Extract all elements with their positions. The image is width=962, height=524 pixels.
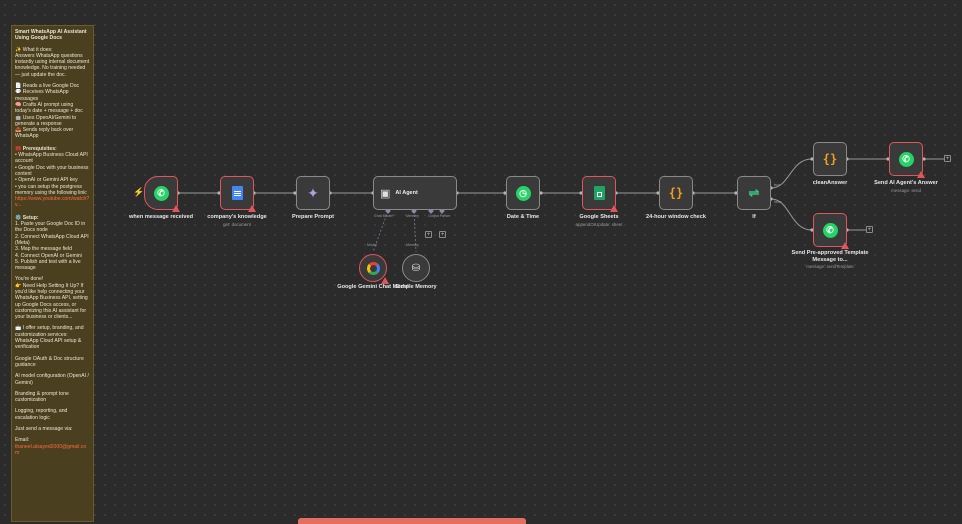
code-braces-icon: {}	[668, 186, 684, 200]
sticky-line: Answers WhatsApp questions instantly usi…	[15, 52, 90, 78]
node-subtitle: get: document	[223, 222, 251, 227]
sticky-line: 👉 Need Help Setting It Up? If you'd like…	[15, 282, 88, 321]
node-trigger[interactable]: ✆	[144, 176, 180, 212]
warning-icon	[172, 205, 180, 212]
sticky-line: ✨ What it does:	[15, 46, 53, 53]
sticky-line: Logging, reporting, and escalation logic	[15, 408, 68, 421]
port-label-chat-model: Chat Model*	[374, 214, 394, 218]
sticky-line: Just send a message via:	[15, 426, 73, 433]
node-label: Date & Time	[506, 214, 540, 220]
node-label: AI Agent	[395, 190, 418, 196]
sticky-line: 📤 Sends reply back over WhatsApp	[15, 127, 74, 140]
node-clean-answer[interactable]: {}	[813, 142, 847, 176]
if-icon: ⇌	[748, 185, 760, 200]
sticky-title: Smart WhatsApp AI Assistant Using Google…	[15, 29, 87, 42]
sticky-line: Google OAuth & Doc structure guidance	[15, 355, 84, 368]
sticky-line: You're done!	[15, 276, 44, 283]
sticky-note[interactable]: Smart WhatsApp AI Assistant Using Google…	[11, 25, 94, 522]
node-label: 24-hour window check	[646, 214, 706, 220]
sticky-line: • WhatsApp Business Cloud API account	[15, 152, 88, 165]
warning-icon	[381, 277, 389, 284]
sticky-line: 🤖 Uses OpenAI/Gemini to generate a respo…	[15, 114, 77, 127]
sticky-line: • Google Doc with your business content	[15, 164, 89, 177]
sticky-line: • you can setup the postgress memory usi…	[15, 183, 88, 196]
node-simple-memory[interactable]: ⛁	[402, 254, 430, 282]
sticky-line: 3. Map the message field	[15, 246, 72, 253]
warning-icon	[841, 242, 849, 249]
sticky-line: 2. Connect WhatsApp Cloud API (Meta)	[15, 233, 89, 246]
sticky-line: AI model configuration (OpenAI / Gemini)	[15, 373, 89, 386]
prerequisites-heading: 🧰 Prerequisites:	[15, 145, 57, 152]
warning-icon	[248, 205, 256, 212]
sticky-line: 📩 I offer setup, branding, and customiza…	[15, 325, 84, 351]
setup-heading: ⚙️ Setup:	[15, 214, 39, 221]
sparkle-icon: ✦	[307, 184, 319, 201]
node-subtitle: appendOrUpdate: sheet	[575, 222, 623, 227]
node-label: Google Gemini Chat Model	[337, 284, 409, 290]
node-label: If	[752, 214, 756, 220]
trigger-bolt-icon: ⚡	[133, 187, 145, 197]
port-label-output-parser: Output Parser	[428, 214, 451, 218]
node-label: cleanAnswer	[812, 180, 848, 186]
sticky-line: Branding & prompt tone customization	[15, 390, 69, 404]
google-docs-icon	[231, 186, 243, 200]
add-parser-plus-icon[interactable]: +	[425, 231, 432, 238]
whatsapp-icon: ✆	[822, 222, 838, 238]
node-label: Google Sheets	[579, 214, 619, 220]
port-label-memory-sub: Memory	[406, 243, 419, 247]
google-sheets-icon	[593, 186, 605, 200]
whatsapp-icon: ✆	[898, 151, 914, 167]
robot-icon: ▣	[380, 187, 391, 200]
whatsapp-icon: ✆	[153, 185, 169, 201]
email-label: Email:	[15, 437, 30, 444]
port-label-memory: Memory	[406, 214, 419, 218]
node-label: company's knowledge	[207, 214, 267, 220]
google-icon	[366, 261, 380, 275]
add-tool-plus-icon[interactable]: +	[439, 231, 446, 238]
port-label-true: true	[774, 183, 781, 187]
sticky-line: 4. Connect OpenAI or Gemini	[15, 252, 82, 259]
node-label: Send AI Agent's Answer	[874, 180, 938, 186]
warning-icon	[917, 171, 925, 178]
sticky-line: 📄 Reads a live Google Doc	[15, 83, 80, 90]
node-ai-agent[interactable]: ▣ AI Agent	[373, 176, 457, 210]
node-label: Simple Memory	[395, 284, 437, 290]
port-label-false: false	[774, 200, 782, 204]
node-subtitle: message: send	[891, 188, 921, 193]
node-label: Prepare Prompt	[292, 214, 334, 220]
node-google-docs[interactable]	[220, 176, 256, 212]
sticky-line: 🧠 Crafts AI prompt using today's date + …	[15, 101, 83, 115]
port-label-model: Model	[367, 243, 377, 247]
node-prepare-prompt[interactable]: ✦	[296, 176, 330, 210]
node-send-answer[interactable]: ✆	[889, 142, 925, 178]
node-google-sheets[interactable]	[582, 176, 618, 212]
node-if[interactable]: ⇌	[737, 176, 771, 210]
node-date-time[interactable]: ◷	[506, 176, 540, 210]
code-braces-icon: {}	[822, 152, 838, 166]
sticky-line: 💬 Receives WhatsApp messages	[15, 89, 69, 102]
node-send-template[interactable]: ✆	[813, 213, 849, 249]
bottom-action-bar[interactable]	[298, 518, 526, 524]
node-label: when message received	[128, 214, 194, 220]
youtube-link[interactable]: https://www.youtube.com/watch?v...	[15, 196, 90, 209]
add-node-plus-icon[interactable]: +	[866, 226, 873, 233]
warning-icon	[610, 205, 618, 212]
add-node-plus-icon[interactable]: +	[944, 155, 951, 162]
sticky-line: 1. Paste your Google Doc ID in the Docs …	[15, 221, 86, 234]
node-gemini[interactable]	[359, 254, 389, 284]
sticky-line: • OpenAI or Gemini API key	[15, 177, 78, 184]
node-window-check[interactable]: {}	[659, 176, 693, 210]
database-icon: ⛁	[411, 262, 421, 274]
clock-icon: ◷	[515, 185, 531, 201]
sticky-line: 5. Publish and test with a live message	[15, 258, 81, 272]
email-link[interactable]: thaneel.alsayed2000@gmail.com	[15, 443, 87, 456]
node-subtitle: message: sendTemplate	[806, 264, 854, 269]
node-label: Send Pre-approved Template Message to...	[791, 250, 869, 263]
